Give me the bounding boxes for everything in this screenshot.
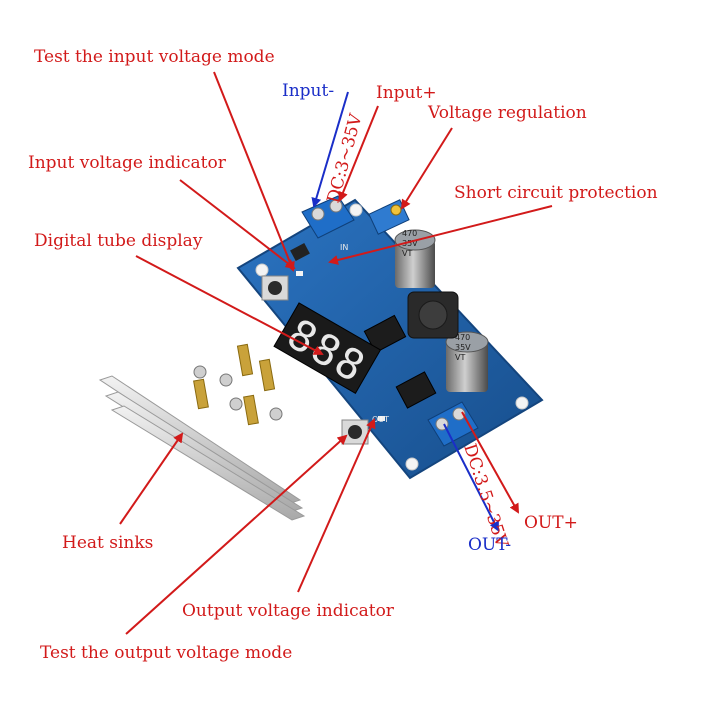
- pcb-board: 470 35V VT 470 35V VT: [236, 195, 544, 480]
- label-out-minus: OUT-: [468, 535, 511, 555]
- regulator-chip: [363, 314, 407, 354]
- label-output-voltage-indicator: Output voltage indicator: [182, 601, 395, 621]
- heat-sinks: [98, 375, 306, 521]
- hex-nut: [219, 373, 233, 387]
- brass-standoff: [243, 394, 259, 426]
- arrow-test-output-mode: [125, 434, 348, 635]
- cap-top-label-2: 35V: [402, 239, 418, 248]
- annotation-arrows: [119, 71, 553, 635]
- cap-top-label-1: 470: [402, 229, 417, 238]
- mount-hole: [255, 263, 269, 277]
- arrow-test-input-mode: [213, 71, 295, 272]
- label-input-minus: Input-: [282, 81, 334, 101]
- label-heat-sinks: Heat sinks: [62, 533, 153, 553]
- cap-bottom-label-3: VT: [455, 353, 465, 362]
- hex-nut: [229, 397, 243, 411]
- cap-top-label-3: VT: [402, 249, 412, 258]
- mount-hole: [515, 396, 529, 410]
- input-led-indicator: [296, 271, 303, 276]
- arrow-out-minus: [443, 423, 499, 532]
- arrow-digital-tube-display: [135, 255, 324, 355]
- arrow-heat-sinks: [119, 432, 184, 525]
- arrow-input-voltage-indicator: [179, 179, 296, 270]
- capacitor-bottom: 470 35V VT: [445, 331, 489, 392]
- input-mode-button[interactable]: [261, 275, 289, 301]
- arrow-voltage-regulation: [400, 127, 453, 210]
- label-input-voltage-indicator: Input voltage indicator: [28, 153, 227, 173]
- label-test-output-mode: Test the output voltage mode: [40, 643, 292, 663]
- hex-nut: [193, 365, 207, 379]
- label-voltage-regulation: Voltage regulation: [427, 103, 587, 123]
- standoffs-and-nuts: [193, 343, 283, 426]
- hex-nut: [269, 407, 283, 421]
- label-input-plus: Input+: [376, 83, 437, 103]
- brass-standoff: [258, 358, 276, 392]
- smd-chip: [290, 242, 310, 262]
- arrow-input-minus: [311, 91, 349, 208]
- cap-bottom-label-2: 35V: [455, 343, 471, 352]
- label-short-circuit-protection: Short circuit protection: [454, 183, 658, 203]
- cap-bottom-label-1: 470: [455, 333, 470, 342]
- arrow-input-plus: [338, 105, 379, 202]
- heat-sink-bar: [110, 405, 306, 521]
- arrow-short-circuit-protection: [328, 205, 553, 265]
- arrow-out-plus: [461, 411, 519, 514]
- brass-standoff: [236, 343, 254, 377]
- label-digital-tube-display: Digital tube display: [34, 231, 203, 251]
- label-out-plus: OUT+: [524, 513, 578, 533]
- label-dc-input-range: DC:3~35V: [324, 111, 367, 205]
- diode-chip: [395, 371, 437, 409]
- output-led-indicator: [378, 416, 385, 421]
- mount-hole: [405, 457, 419, 471]
- mount-hole: [349, 203, 363, 217]
- inductor: [407, 291, 459, 339]
- potentiometer: [368, 199, 410, 235]
- annotation-labels: Test the input voltage mode Input- Input…: [28, 47, 658, 663]
- label-test-input-mode: Test the input voltage mode: [34, 47, 275, 67]
- capacitor-top: 470 35V VT: [394, 229, 436, 288]
- arrow-output-voltage-indicator: [297, 418, 376, 593]
- silk-out: OUT: [372, 415, 389, 424]
- silk-in: IN: [340, 243, 348, 252]
- brass-standoff: [193, 378, 209, 410]
